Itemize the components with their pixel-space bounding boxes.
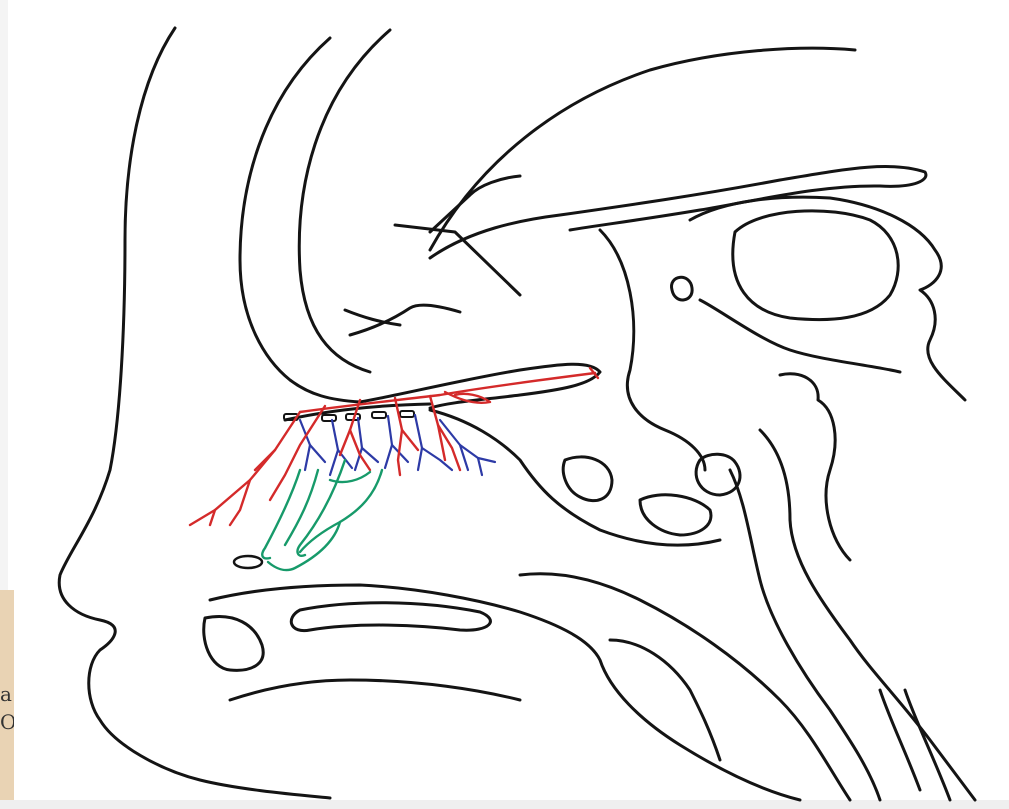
nerve-branch bbox=[330, 472, 370, 482]
pterygoid-outline bbox=[600, 230, 705, 470]
trachea-outline bbox=[880, 690, 950, 800]
vein-branch bbox=[300, 420, 310, 470]
cribriform-plate-outline bbox=[345, 305, 460, 335]
scan-edge-shadow bbox=[0, 0, 8, 590]
scan-bottom-edge bbox=[0, 800, 1009, 809]
vein-branch bbox=[385, 416, 392, 468]
foramen-slot bbox=[400, 411, 414, 417]
edge-text-line-1: a bbox=[0, 684, 14, 704]
posterior-spine-outline bbox=[730, 470, 880, 800]
foramen-slot bbox=[322, 415, 336, 421]
orbit-outline bbox=[733, 211, 898, 320]
vein-branch bbox=[415, 415, 422, 470]
tongue-outline bbox=[210, 585, 800, 800]
artery-branch bbox=[230, 480, 250, 525]
lower-loop-2 bbox=[640, 495, 711, 535]
temporal-outline bbox=[690, 197, 965, 400]
outline-group bbox=[59, 28, 975, 800]
spinal-canal-outline bbox=[760, 430, 975, 800]
artery-branch bbox=[190, 412, 300, 525]
vein-branch bbox=[422, 448, 452, 470]
olfactory-bulb-ellipse bbox=[234, 556, 262, 568]
vein-branch bbox=[478, 458, 482, 475]
vein-branch bbox=[330, 420, 338, 475]
foramen-slot bbox=[372, 412, 386, 418]
small-foramen-outline bbox=[672, 277, 693, 300]
artery-branch bbox=[255, 450, 275, 470]
soft-palate-outline bbox=[430, 410, 720, 545]
vein-branch bbox=[310, 445, 325, 462]
lip-box-outline bbox=[204, 617, 263, 671]
oral-lower-outline bbox=[230, 680, 520, 700]
pharynx-outline bbox=[520, 574, 850, 800]
nerve-tree bbox=[262, 460, 382, 570]
edge-text-line-2: O bbox=[0, 712, 14, 732]
lower-loop-1 bbox=[563, 457, 612, 501]
artery-branch bbox=[402, 430, 418, 450]
nerve-branch bbox=[285, 470, 318, 545]
cranial-base-outline bbox=[430, 167, 926, 258]
mandible-inner-outline bbox=[291, 603, 490, 631]
artery-branch bbox=[395, 398, 402, 475]
sphenoid-sinus-outline bbox=[395, 176, 520, 295]
